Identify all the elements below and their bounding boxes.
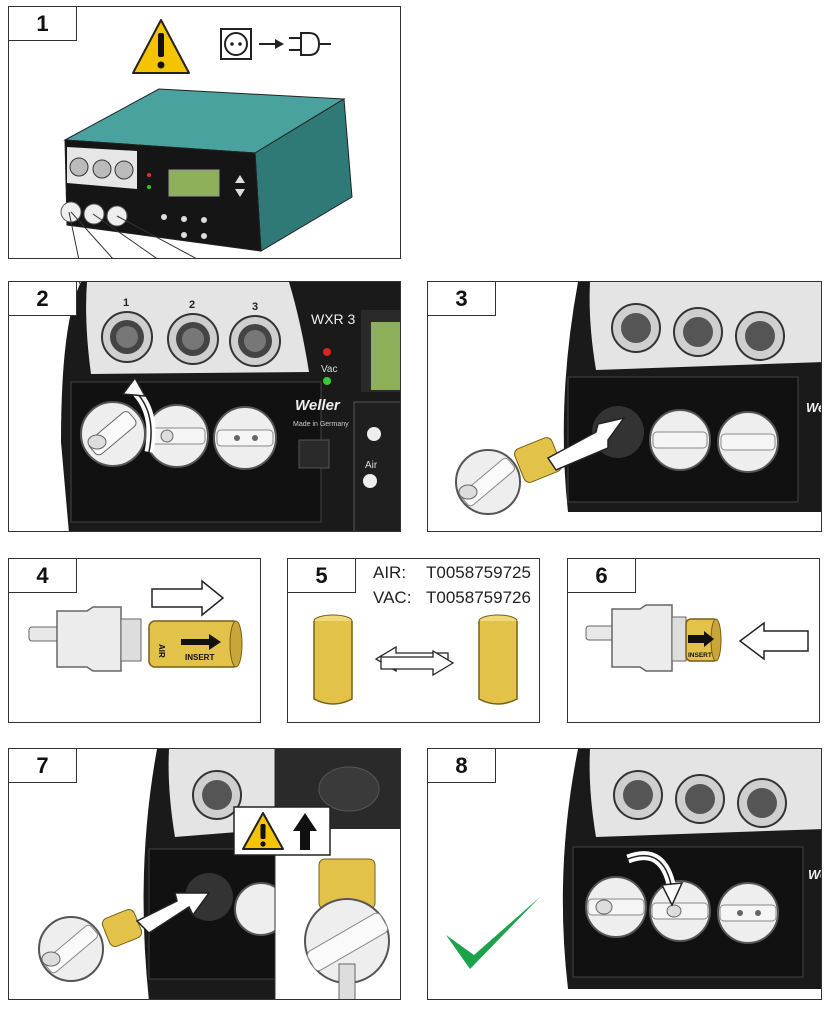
arrow-right-icon — [259, 39, 284, 49]
insert-label-air: AIR — [157, 644, 166, 658]
step-7-panel: 7 — [8, 748, 401, 1000]
step-number: 1 — [9, 7, 77, 41]
step-number: 2 — [9, 282, 77, 316]
step-2-panel: 2 1 2 3 WXR 3 — [8, 281, 401, 532]
vac-part-label: VAC: — [373, 588, 412, 607]
step-1-illustration — [60, 19, 353, 258]
checkmark-icon — [446, 897, 540, 969]
warning-icon — [132, 19, 190, 74]
knob — [717, 882, 779, 944]
knob-with-insert: INSERT — [585, 604, 722, 672]
step-3-illustration: Weller — [455, 282, 822, 515]
arrow-right-icon — [135, 892, 211, 934]
model-label: WXR 3 — [311, 311, 356, 327]
brand-subtitle: Made in Germany — [293, 421, 349, 428]
step-3-panel: 3 Weller — [427, 281, 822, 532]
knob — [649, 880, 711, 942]
arrow-left-outline-icon — [738, 621, 809, 661]
step-number: 4 — [9, 559, 77, 593]
brand-logo: Weller — [806, 400, 822, 415]
knob — [717, 411, 779, 473]
step-number: 7 — [9, 749, 77, 783]
step-4-panel: 4 AIR INSERT — [8, 558, 261, 723]
plug-icon — [289, 32, 331, 56]
step-5-illustration — [313, 614, 518, 705]
inset-detail — [274, 749, 400, 999]
rotate-arrow-icon — [626, 851, 684, 907]
insert-cartridge — [313, 614, 353, 705]
step-8-illustration: Weller — [446, 749, 822, 989]
vac-part-number: T0058759726 — [426, 588, 531, 607]
brand-logo: Weller — [808, 867, 822, 882]
air-part-label: AIR: — [373, 563, 407, 582]
step-2-illustration: 1 2 3 WXR 3 Vac — [61, 282, 400, 531]
swap-arrows-icon — [374, 645, 455, 677]
arrow-right-outline-icon — [151, 579, 225, 617]
step-4-illustration: AIR INSERT — [28, 579, 243, 672]
device-station — [60, 88, 353, 252]
air-part-number: T0058759725 — [426, 563, 531, 582]
connector — [229, 315, 281, 367]
rotate-arrow-icon — [121, 376, 156, 453]
step-8-panel: 8 Weller — [427, 748, 822, 1000]
step-7-illustration — [38, 749, 400, 999]
connector — [167, 313, 219, 365]
step-number: 3 — [428, 282, 496, 316]
step-number: 8 — [428, 749, 496, 783]
arrow-left-icon — [546, 416, 626, 471]
insert-cartridge: AIR INSERT — [148, 620, 243, 668]
knob-with-insert — [38, 909, 143, 982]
air-label: Air — [365, 460, 378, 471]
insert-label: INSERT — [185, 653, 214, 662]
knob-side-view — [28, 606, 142, 672]
step-number: 5 — [288, 559, 356, 593]
knob — [213, 406, 277, 470]
port-label: 1 — [123, 297, 129, 309]
socket-icon — [220, 28, 252, 60]
step-6-panel: 6 INSERT — [567, 558, 820, 723]
removed-knob — [455, 437, 562, 515]
port-label: 3 — [252, 301, 258, 313]
port-label: 2 — [189, 299, 195, 311]
knob — [649, 409, 711, 471]
step-6-illustration: INSERT — [585, 604, 809, 672]
brand-logo: Weller — [295, 397, 341, 414]
step-5-panel: 5 AIR: T0058759725 VAC: T0058759726 — [287, 558, 540, 723]
knob — [145, 404, 209, 468]
warning-icon — [242, 812, 284, 850]
knob — [585, 876, 647, 938]
step-number: 6 — [568, 559, 636, 593]
warning-up-callout — [233, 806, 331, 856]
step-1-panel: 1 — [8, 6, 401, 259]
insert-cartridge — [478, 614, 518, 705]
insert-label: INSERT — [688, 652, 712, 659]
vac-label: Vac — [321, 364, 338, 375]
knob — [80, 401, 146, 467]
arrow-up-icon — [293, 813, 317, 850]
callout-lines — [68, 211, 197, 258]
connector — [101, 311, 153, 363]
